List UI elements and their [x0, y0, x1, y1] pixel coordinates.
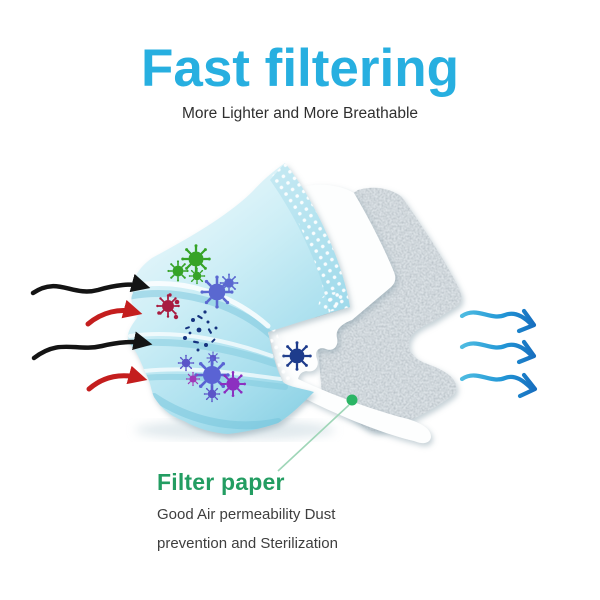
sealed-edge-dots	[271, 163, 350, 313]
white-middle-layer	[268, 184, 431, 444]
filter-paper-annotation: Filter paper Good Air permeability Dust …	[157, 469, 338, 551]
red-virus-icon	[155, 293, 181, 320]
header: Fast filtering More Lighter and More Bre…	[0, 42, 600, 123]
weld-spot-dots	[318, 292, 344, 312]
airflow-in-arrows	[30, 273, 153, 392]
arrow-right-icon	[459, 310, 534, 327]
page-title: Fast filtering	[140, 39, 460, 98]
filter-paper-pointer	[277, 394, 358, 472]
annotation-desc-line1: Good Air permeability Dust	[157, 506, 336, 523]
arrow-right-icon	[30, 273, 151, 296]
arrow-right-icon	[459, 341, 534, 358]
arrow-right-icon	[85, 299, 143, 327]
arrowhead	[516, 339, 537, 365]
annotation-label: Filter paper	[157, 469, 285, 495]
bacteria-cluster	[183, 310, 218, 352]
gathered-edge-dots	[268, 329, 291, 382]
annotation-desc-line2: prevention and Sterilization	[157, 535, 338, 552]
arrow-right-icon	[459, 373, 535, 392]
arrow-right-icon	[31, 331, 153, 361]
page-subtitle: More Lighter and More Breathable	[181, 105, 419, 122]
arrowhead	[516, 308, 537, 334]
dot-marker-icon	[346, 394, 358, 406]
arrowhead	[517, 372, 538, 399]
arrow-right-icon	[86, 365, 148, 392]
airflow-out-arrows	[459, 308, 538, 399]
